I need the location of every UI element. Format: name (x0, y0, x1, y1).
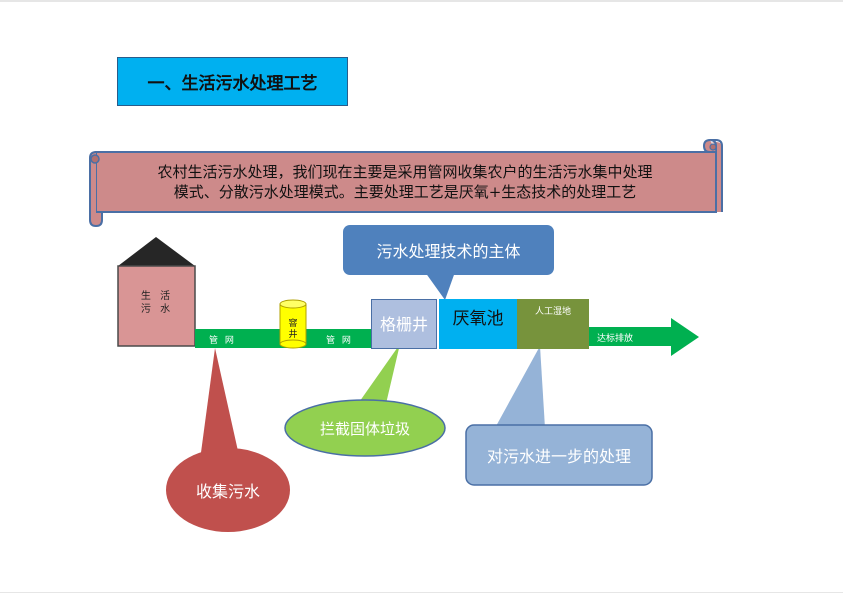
anaerobic-tank-box: 厌氧池 (439, 299, 517, 349)
callout-intercept (284, 344, 446, 457)
scroll-banner (89, 139, 723, 228)
intro-text: 农村生活污水处理，我们现在主要是采用管网收集农户的生活污水集中处理 模式、分散污… (100, 150, 710, 214)
pipe-label-2: 管 网 (326, 336, 353, 346)
grid-well-box: 格栅井 (371, 299, 437, 349)
callout-collect-text: 收集污水 (195, 482, 260, 501)
well-label: 窨 井 (284, 319, 302, 341)
intro-line-1: 农村生活污水处理，我们现在主要是采用管网收集农户的生活污水集中处理 (157, 163, 653, 181)
house-icon (117, 237, 196, 347)
house-label: 生 活 污 水 (120, 290, 194, 316)
house-label-line-1: 生 活 (140, 291, 174, 302)
intro-line-2: 模式、分散污水处理模式。主要处理工艺是厌氧+生态技术的处理工艺 (173, 183, 637, 201)
callout-intercept-text: 拦截固体垃圾 (320, 419, 411, 438)
callout-further (465, 346, 653, 486)
well-label-line-2: 井 (288, 330, 298, 340)
callout-main-tech (343, 225, 554, 300)
wetland-box: 人工湿地 (517, 299, 589, 349)
callout-further-text: 对污水进一步的处理 (486, 447, 631, 466)
section-title: 一、生活污水处理工艺 (117, 57, 348, 106)
house-label-line-2: 污 水 (140, 304, 174, 315)
discharge-label: 达标排放 (597, 334, 634, 344)
pipe-label-1: 管 网 (209, 336, 236, 346)
callout-main-tech-text: 污水处理技术的主体 (376, 242, 521, 261)
well-cylinder (279, 299, 307, 349)
callout-collect (166, 348, 290, 532)
top-border (0, 0, 843, 2)
well-label-line-1: 窨 (288, 319, 298, 329)
